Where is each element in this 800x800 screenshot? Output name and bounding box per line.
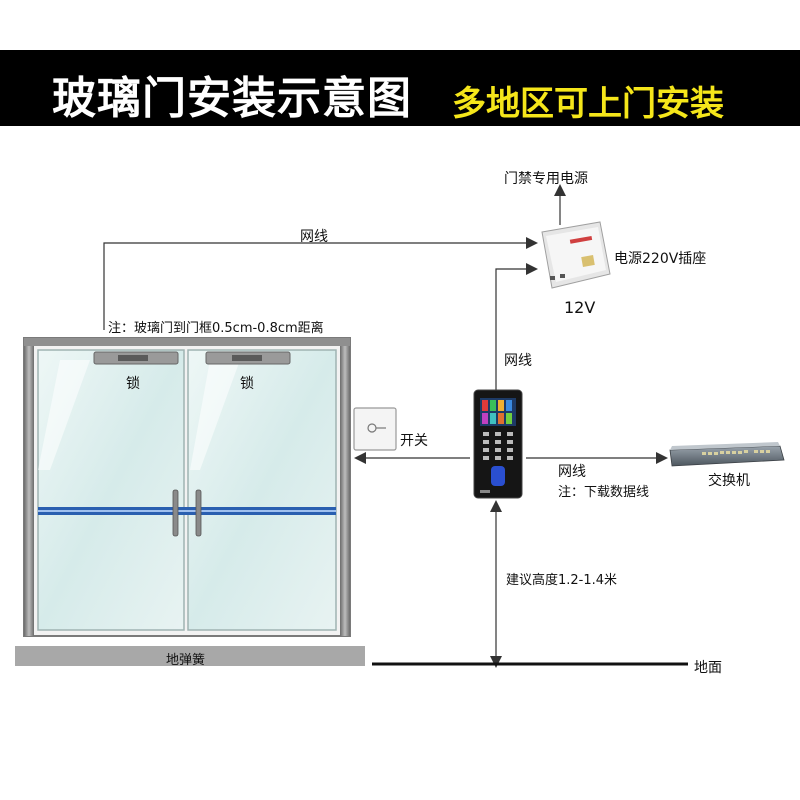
arrow-heads bbox=[354, 184, 668, 668]
floor-spring-label: 地弹簧 bbox=[166, 653, 206, 668]
screen-tile bbox=[482, 400, 488, 411]
power-supply-terminal bbox=[550, 276, 555, 280]
exit-switch-plate bbox=[353, 407, 397, 451]
lock-left-label: 锁 bbox=[126, 376, 140, 392]
door-frame-left-post bbox=[24, 338, 34, 636]
glass-door bbox=[23, 337, 351, 637]
glass-reflection bbox=[38, 360, 90, 470]
power-socket-label: 电源220V插座 bbox=[614, 251, 707, 267]
switch-button-label: 开关 bbox=[400, 433, 428, 449]
network-line-right-label: 网线 bbox=[558, 464, 586, 480]
arrow-head bbox=[490, 656, 502, 668]
arrow-head bbox=[526, 237, 538, 249]
screen-tile bbox=[498, 413, 504, 424]
arrow-head bbox=[656, 452, 668, 464]
network-switch-label: 交换机 bbox=[708, 473, 750, 489]
voltage-label: 12V bbox=[564, 298, 596, 317]
fingerprint-sensor bbox=[491, 466, 505, 486]
arrow-head bbox=[490, 500, 502, 512]
arrow-head bbox=[354, 452, 366, 464]
door-stripe-highlight bbox=[38, 510, 336, 512]
arrow-head bbox=[526, 263, 538, 275]
network-line-reader-power bbox=[495, 268, 528, 392]
page-title: 玻璃门安装示意图 bbox=[52, 73, 412, 124]
glass-reflection bbox=[190, 360, 240, 470]
download-cable-note: 注：下载数据线 bbox=[558, 485, 650, 500]
arrow-head bbox=[554, 184, 566, 196]
access-power-label: 门禁专用电源 bbox=[504, 171, 588, 187]
power-supply-face bbox=[546, 227, 606, 282]
screen-tile bbox=[498, 400, 504, 411]
install-height-label: 建议高度1.2-1.4米 bbox=[506, 573, 618, 588]
lock-right-label: 锁 bbox=[240, 376, 254, 392]
floor-spring-bar bbox=[15, 646, 365, 666]
electric-lock-right-bolt bbox=[232, 355, 262, 361]
door-handle-right bbox=[195, 489, 202, 537]
reader-keypad bbox=[483, 432, 513, 460]
screen-tile bbox=[490, 413, 496, 424]
page-subtitle: 多地区可上门安装 bbox=[452, 84, 724, 124]
exit-switch bbox=[353, 407, 397, 451]
door-frame-top bbox=[24, 338, 350, 346]
screen-tile bbox=[490, 400, 496, 411]
power-supply-terminal bbox=[560, 274, 565, 278]
connection-lines bbox=[103, 192, 660, 662]
screen-tile bbox=[482, 413, 488, 424]
ground-label: 地面 bbox=[694, 660, 722, 676]
network-line-mid-label: 网线 bbox=[504, 353, 532, 369]
switch-ports bbox=[702, 450, 770, 455]
power-supply bbox=[541, 221, 611, 289]
network-line-top-label: 网线 bbox=[300, 229, 328, 245]
network-switch bbox=[669, 442, 785, 467]
door-handle-left bbox=[172, 489, 179, 537]
reader-logo bbox=[480, 490, 490, 493]
title-banner bbox=[0, 50, 800, 126]
power-supply-logo bbox=[569, 235, 593, 244]
screen-tile bbox=[506, 400, 512, 411]
power-supply-label bbox=[581, 255, 595, 267]
network-line-top bbox=[103, 242, 528, 330]
door-frame-right-post bbox=[340, 338, 350, 636]
door-gap-note: 注：玻璃门到门框0.5cm-0.8cm距离 bbox=[108, 321, 324, 336]
screen-tile bbox=[506, 413, 512, 424]
network-switch-top bbox=[670, 442, 780, 450]
electric-lock-left-bolt bbox=[118, 355, 148, 361]
access-reader bbox=[473, 389, 523, 499]
